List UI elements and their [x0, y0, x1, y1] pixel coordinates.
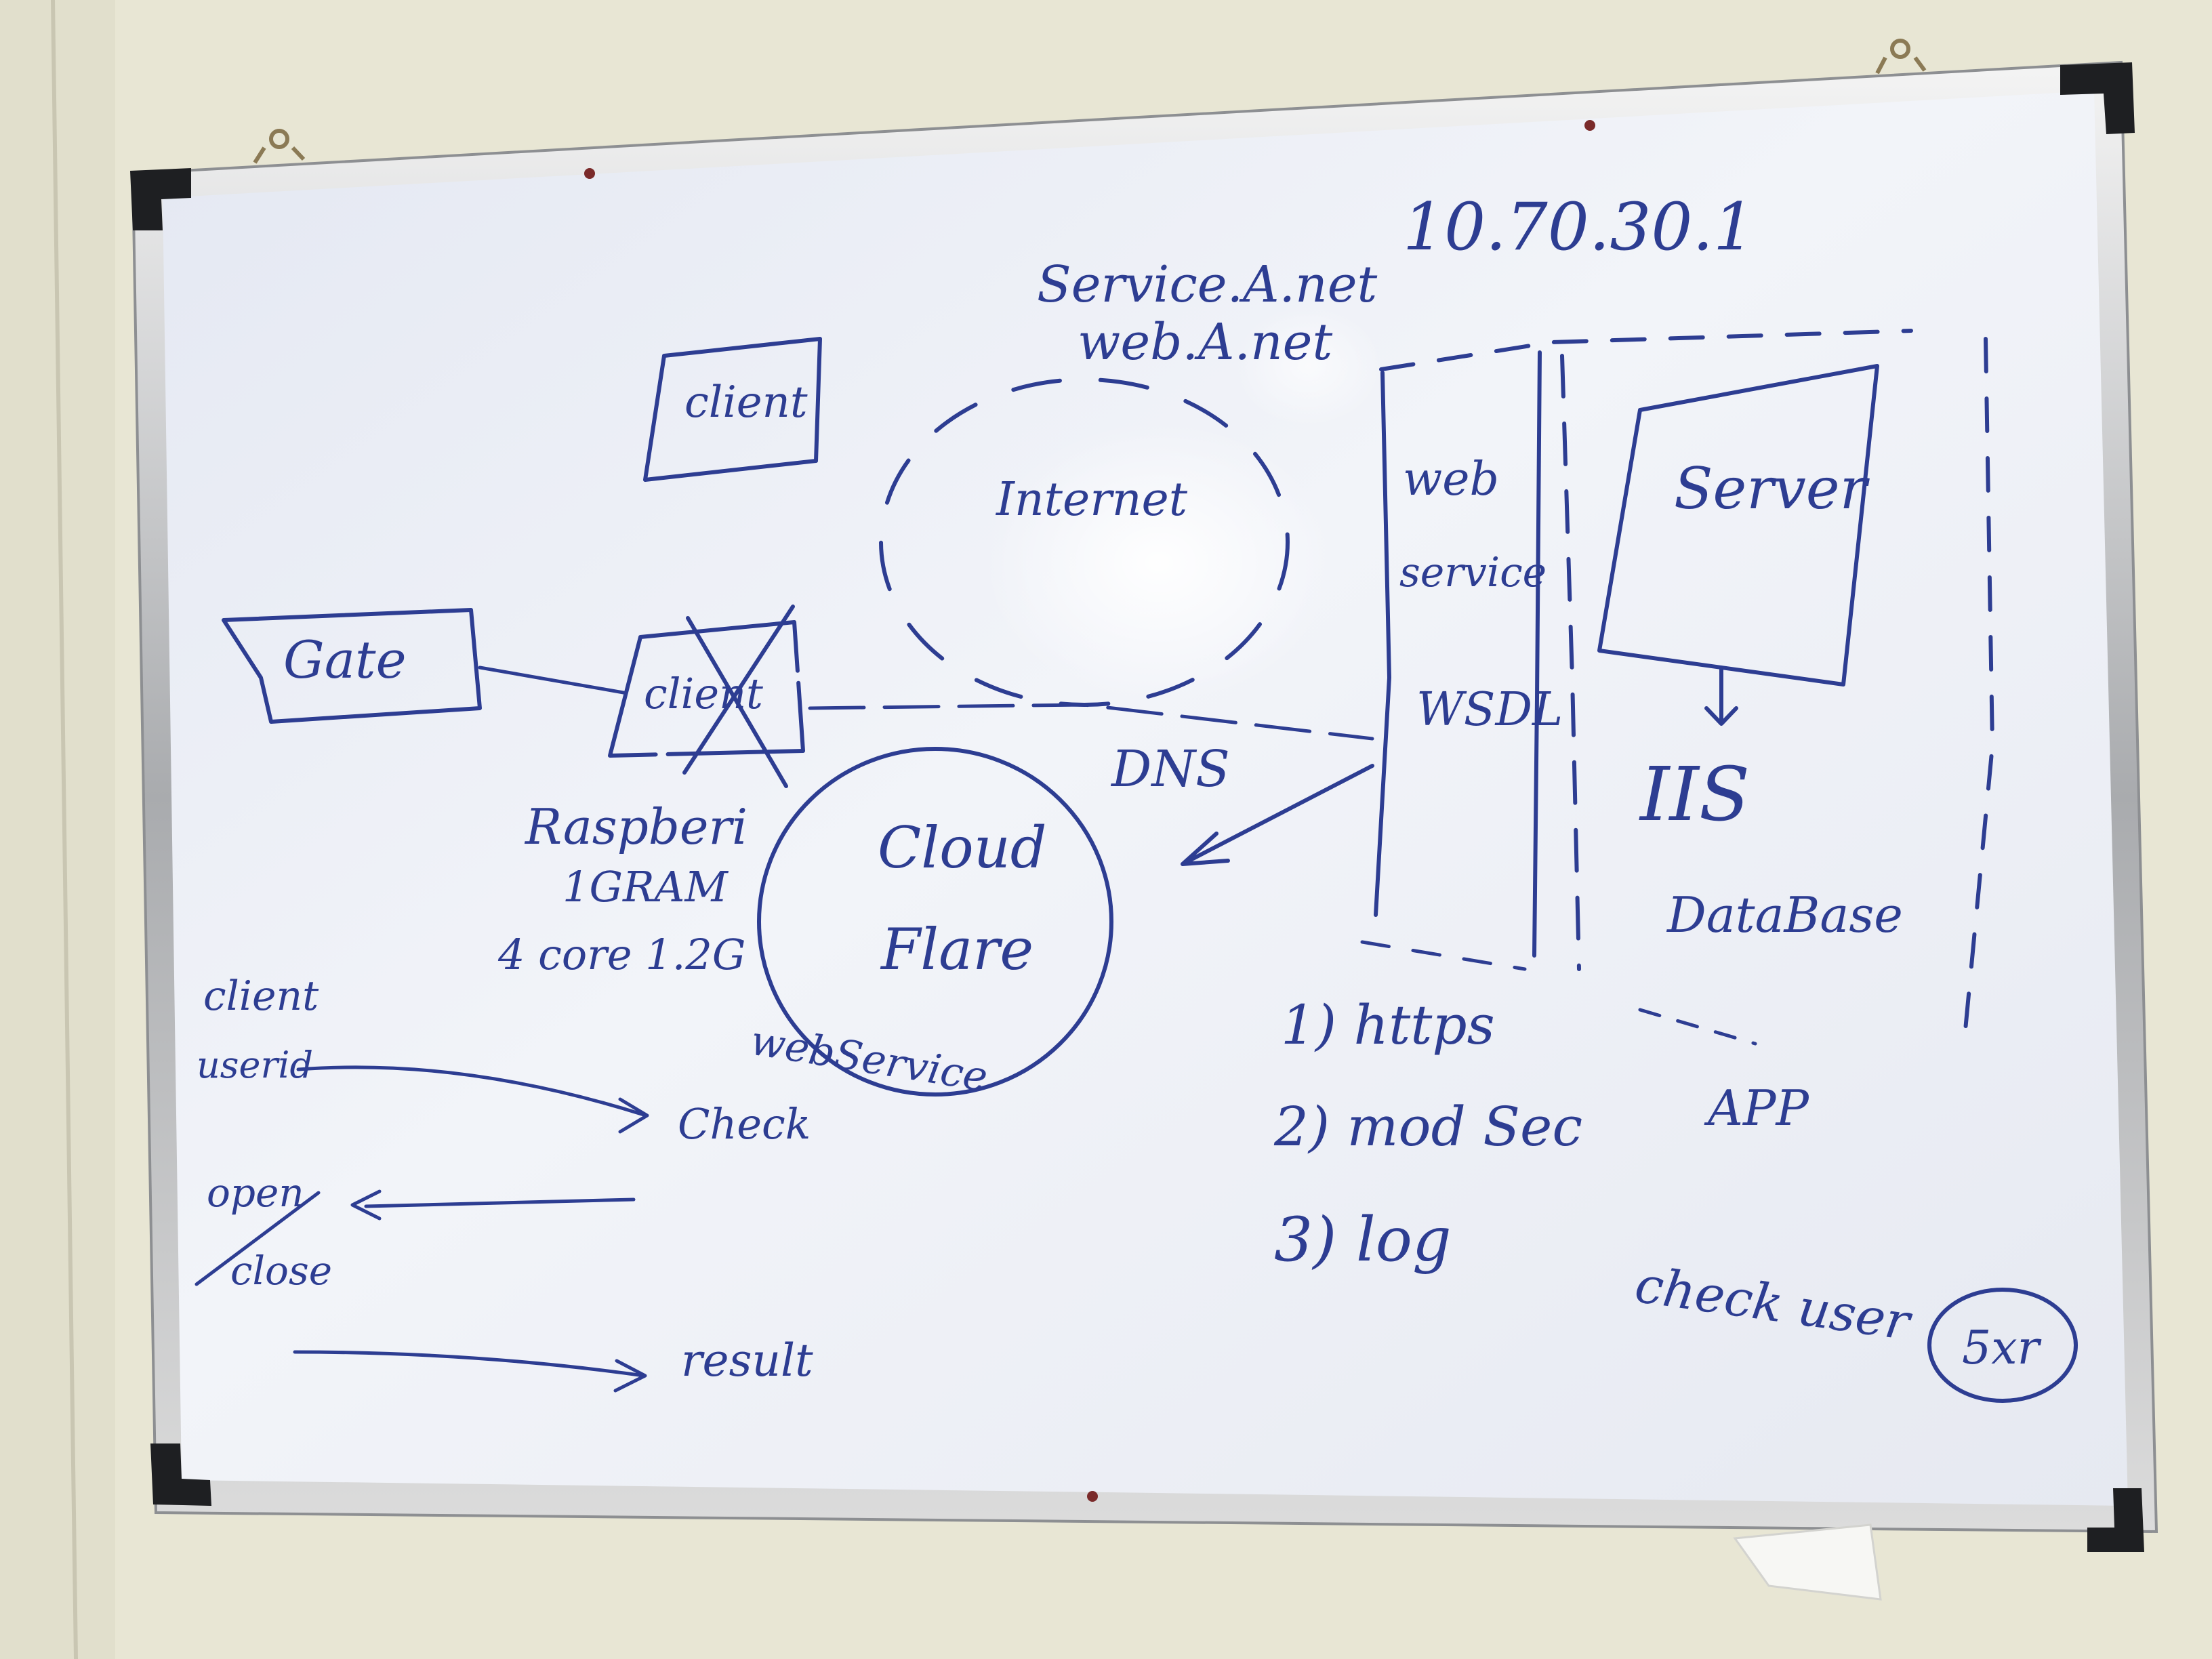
dns-text: DNS: [1110, 740, 1230, 798]
service-domain-text: Service.A.net: [1037, 255, 1378, 314]
board-glare-small: [1233, 305, 1382, 427]
iis-text: IIS: [1639, 751, 1750, 838]
internet-text: Internet: [995, 473, 1188, 527]
flow-check-text: Check: [678, 1099, 811, 1149]
board-surface: [163, 91, 2128, 1506]
gate-text: Gate: [283, 630, 407, 690]
circled-note-text: 5xr: [1962, 1322, 2042, 1375]
cloud-text: Cloud: [878, 815, 1047, 881]
frame-screws: [584, 120, 1595, 1502]
flow-client-text: client: [203, 972, 319, 1020]
drawings: [194, 329, 2078, 1403]
list-item-modsec: 2) mod Sec: [1273, 1095, 1582, 1158]
web-domain-text: web.A.net: [1078, 313, 1332, 371]
raspberry-text: Raspberi: [524, 798, 747, 855]
list-item-https: 1) https: [1281, 994, 1495, 1057]
web-column-text: web: [1403, 453, 1499, 506]
cpu-text: 4 core 1.2G: [497, 930, 745, 979]
server-text: Server: [1674, 455, 1870, 522]
tissue-paper: [1733, 1523, 1882, 1601]
flow-userid-text: userid: [197, 1044, 313, 1086]
door-edge: [51, 0, 78, 1659]
flow-close-text: close: [230, 1248, 332, 1294]
flow-open-text: open: [207, 1170, 304, 1216]
list-item-log: 3) log: [1274, 1204, 1452, 1275]
app-text: APP: [1704, 1080, 1809, 1136]
service-column-text: service: [1399, 549, 1547, 596]
client-crossed-text: client: [644, 669, 763, 718]
wsdl-text: WSDL: [1416, 683, 1563, 737]
frame-corners: [130, 62, 2144, 1552]
ram-text: 1GRAM: [562, 862, 729, 912]
whiteboard-text: 10.70.30.1 Service.A.net web.A.net clien…: [197, 189, 2042, 1387]
ip-address-text: 10.70.30.1: [1403, 189, 1755, 265]
flow-result-text: result: [681, 1334, 813, 1387]
client-box-top-text: client: [684, 377, 808, 428]
hanging-hooks: [253, 39, 1927, 164]
database-text: DataBase: [1666, 886, 1903, 943]
flare-text: Flare: [880, 916, 1033, 983]
board-glare: [983, 420, 1335, 705]
